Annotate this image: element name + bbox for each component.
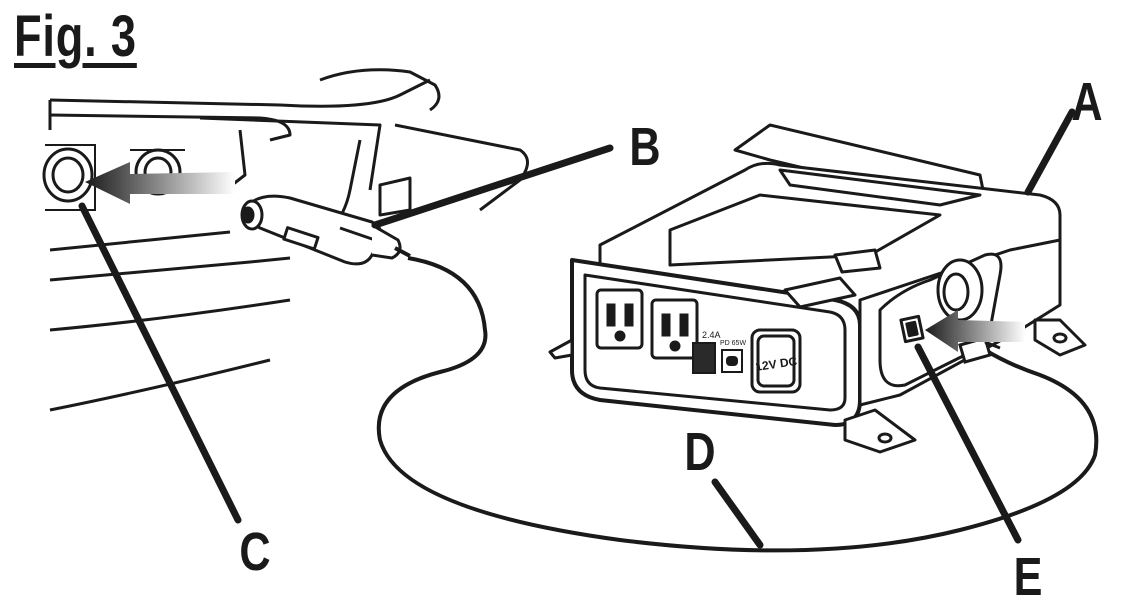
usb-ports: 2.4A PD 65W	[692, 330, 746, 374]
power-cable	[376, 256, 1099, 553]
callout-c: C	[239, 523, 270, 583]
callout-b: B	[629, 118, 660, 178]
insert-arrow-inverter	[925, 310, 1025, 352]
leader-lines	[78, 108, 1076, 549]
leader-line-b	[371, 144, 614, 229]
leader-line-d	[711, 478, 764, 549]
callout-e: E	[1014, 548, 1043, 608]
dc-port-label: 12V DC	[754, 354, 798, 374]
callout-labels: A B C D E	[239, 73, 1102, 608]
leader-line-c	[78, 202, 242, 524]
vehicle-dashboard	[48, 68, 529, 412]
leader-line-e	[914, 343, 1022, 544]
figure-title: Fig. 3	[14, 4, 137, 69]
callout-d: D	[684, 423, 715, 483]
usb-c-label: PD 65W	[720, 340, 746, 347]
usb-a-label: 2.4A	[702, 330, 721, 340]
insert-arrow-socket	[85, 162, 235, 204]
callout-a: A	[1071, 73, 1102, 133]
leader-line-a	[1024, 108, 1076, 196]
cigarette-plug	[240, 194, 411, 266]
ac-outlets	[595, 288, 699, 360]
dc-port: 12V DC	[750, 328, 802, 394]
